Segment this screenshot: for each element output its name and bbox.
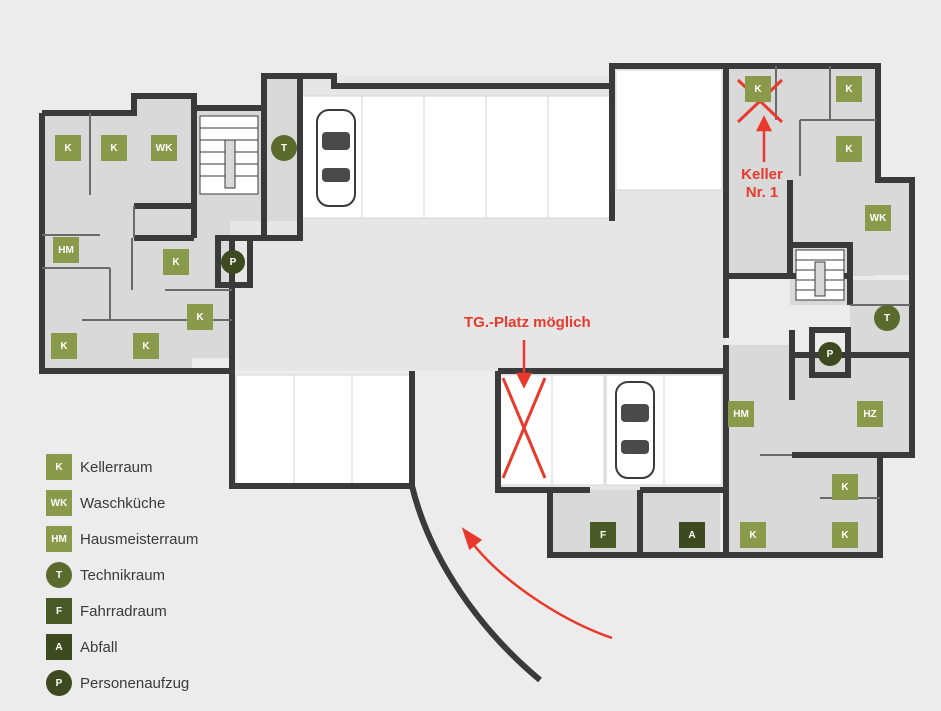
- legend-item-kellerraum: K Kellerraum: [46, 449, 198, 485]
- legend-item-waschkueche: WK Waschküche: [46, 485, 198, 521]
- walls: [39, 63, 915, 558]
- room-hm-2: HM: [728, 401, 754, 427]
- legend-label-personenaufzug: Personenaufzug: [80, 674, 190, 692]
- stairs-right: [795, 249, 845, 301]
- room-wk-2: WK: [865, 205, 891, 231]
- legend-symbol-wk: WK: [46, 490, 72, 516]
- legend-item-fahrradraum: F Fahrradraum: [46, 593, 198, 629]
- legend-item-abfall: A Abfall: [46, 629, 198, 665]
- room-k-4: K: [187, 304, 213, 330]
- legend-symbol-f: F: [46, 598, 72, 624]
- legend-symbol-k: K: [46, 454, 72, 480]
- legend-symbol-a: A: [46, 634, 72, 660]
- car-icon-bottom: [615, 381, 655, 479]
- legend: K Kellerraum WK Waschküche HM Hausmeiste…: [46, 449, 198, 701]
- legend-label-abfall: Abfall: [80, 638, 118, 656]
- room-f: F: [590, 522, 616, 548]
- ramp-curve: [409, 485, 542, 683]
- legend-label-technikraum: Technikraum: [80, 566, 166, 584]
- car-icon-top: [316, 109, 356, 207]
- room-k-keller-1: K: [745, 76, 771, 102]
- legend-item-hausmeisterraum: HM Hausmeisterraum: [46, 521, 198, 557]
- parking-bays: [235, 69, 723, 486]
- tg-platz-annotation: TG.-Platz möglich: [464, 314, 591, 331]
- keller-annotation-line2: Nr. 1: [745, 184, 779, 201]
- room-k-7: K: [836, 76, 862, 102]
- keller-annotation: Keller Nr. 1: [726, 166, 798, 202]
- room-k-3: K: [163, 249, 189, 275]
- partitions: [42, 66, 910, 499]
- room-k-11: K: [832, 522, 858, 548]
- legend-label-hausmeisterraum: Hausmeisterraum: [80, 530, 199, 548]
- room-wk-1: WK: [151, 135, 177, 161]
- stairs-left: [199, 115, 259, 195]
- room-k-2: K: [101, 135, 127, 161]
- legend-item-personenaufzug: P Personenaufzug: [46, 665, 198, 701]
- legend-symbol-hm: HM: [46, 526, 72, 552]
- room-t-2: T: [874, 305, 900, 331]
- legend-symbol-p: P: [46, 670, 72, 696]
- room-k-5: K: [51, 333, 77, 359]
- legend-label-kellerraum: Kellerraum: [80, 458, 153, 476]
- room-hz: HZ: [857, 401, 883, 427]
- keller-annotation-line1: Keller: [741, 166, 783, 183]
- room-k-1: K: [55, 135, 81, 161]
- legend-label-waschkueche: Waschküche: [80, 494, 166, 512]
- room-k-6: K: [133, 333, 159, 359]
- legend-item-technikraum: T Technikraum: [46, 557, 198, 593]
- room-p-1: P: [221, 250, 245, 274]
- room-p-2: P: [818, 342, 842, 366]
- legend-label-fahrradraum: Fahrradraum: [80, 602, 167, 620]
- room-k-10: K: [740, 522, 766, 548]
- room-k-8: K: [836, 136, 862, 162]
- room-a: A: [679, 522, 705, 548]
- room-k-9: K: [832, 474, 858, 500]
- room-t-1: T: [271, 135, 297, 161]
- legend-symbol-t: T: [46, 562, 72, 588]
- room-hm-1: HM: [53, 237, 79, 263]
